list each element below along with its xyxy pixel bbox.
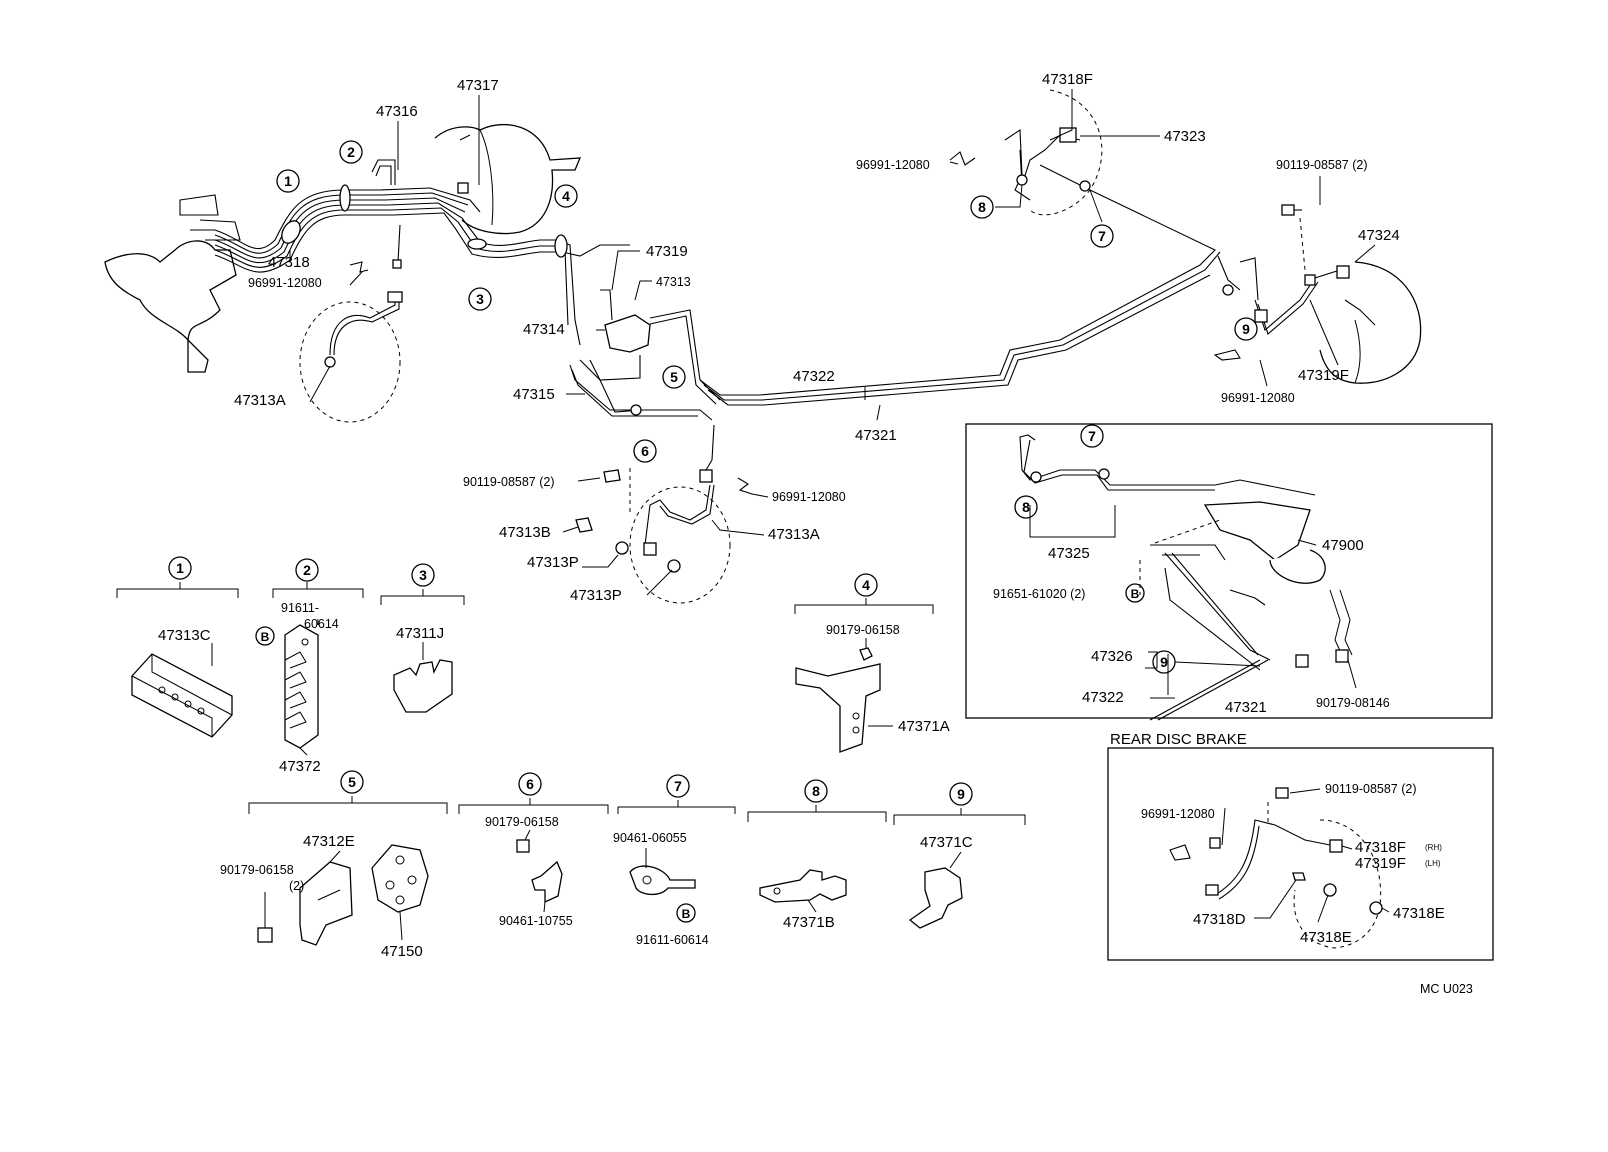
label-47318e-right: 47318E bbox=[1393, 905, 1445, 922]
label-91651-61020: 91651-61020 (2) bbox=[993, 587, 1085, 601]
label-90119-08587-rear: 90119-08587 (2) bbox=[1325, 782, 1417, 796]
label-47313a-center: 47313A bbox=[768, 526, 820, 543]
label-47314: 47314 bbox=[523, 321, 565, 338]
label-47318e-bottom: 47318E bbox=[1300, 929, 1352, 946]
label-rh: (RH) bbox=[1425, 843, 1442, 852]
label-96991-12080-left: 96991-12080 bbox=[248, 276, 322, 290]
brake-line-assembly bbox=[104, 89, 1422, 604]
callout-7-inset: 7 bbox=[1088, 428, 1096, 444]
label-96991-12080-right: 96991-12080 bbox=[1221, 391, 1295, 405]
leader-lines bbox=[211, 89, 1390, 941]
callout-8: 8 bbox=[978, 199, 986, 215]
label-90119-08587-center: 90119-08587 (2) bbox=[463, 475, 555, 489]
label-90179-08146: 90179-08146 bbox=[1316, 696, 1390, 710]
part-labels: 47317 47316 47318 96991-12080 47313A 473… bbox=[158, 71, 1473, 996]
label-96991-12080-rear: 96991-12080 bbox=[1141, 807, 1215, 821]
label-47321-inset: 47321 bbox=[1225, 699, 1267, 716]
callout-2: 2 bbox=[347, 144, 355, 160]
label-47317: 47317 bbox=[457, 77, 499, 94]
callout-9: 9 bbox=[1242, 321, 1250, 337]
tube-bundle bbox=[214, 187, 630, 346]
callout-6-parts: 6 bbox=[526, 776, 534, 792]
label-47321: 47321 bbox=[855, 427, 897, 444]
callout-b-clamp7: B bbox=[682, 907, 691, 921]
callout-markers: 1 2 3 4 5 6 7 8 9 7 8 9 B 1 2 3 4 5 bbox=[168, 140, 1258, 923]
label-47371a: 47371A bbox=[898, 718, 950, 735]
label-90119-08587-top: 90119-08587 (2) bbox=[1276, 158, 1368, 172]
label-47326: 47326 bbox=[1091, 648, 1133, 665]
label-qty-2: (2) bbox=[289, 879, 304, 893]
label-47315: 47315 bbox=[513, 386, 555, 403]
label-90179-06158-clamp4: 90179-06158 bbox=[826, 623, 900, 637]
callout-8-inset: 8 bbox=[1022, 499, 1030, 515]
label-47371c: 47371C bbox=[920, 834, 973, 851]
callout-1-parts: 1 bbox=[176, 560, 184, 576]
label-47319f-rear: 47319F bbox=[1355, 855, 1406, 872]
label-96991-12080-top: 96991-12080 bbox=[856, 158, 930, 172]
label-lh: (LH) bbox=[1425, 859, 1441, 868]
rear-disc-brake-title: REAR DISC BRAKE bbox=[1110, 731, 1247, 748]
callout-2-parts: 2 bbox=[303, 562, 311, 578]
label-47322-inset: 47322 bbox=[1082, 689, 1124, 706]
label-47313: 47313 bbox=[656, 275, 691, 289]
callout-6: 6 bbox=[641, 443, 649, 459]
callout-4-parts: 4 bbox=[862, 577, 870, 593]
label-47371b: 47371B bbox=[783, 914, 835, 931]
label-91611-line1: 91611- bbox=[281, 601, 319, 615]
label-47318f-top: 47318F bbox=[1042, 71, 1093, 88]
label-47313a-left: 47313A bbox=[234, 392, 286, 409]
callout-5: 5 bbox=[670, 369, 678, 385]
label-47313b: 47313B bbox=[499, 524, 551, 541]
label-96991-12080-center: 96991-12080 bbox=[772, 490, 846, 504]
label-47313p-upper: 47313P bbox=[527, 554, 579, 571]
callout-8-parts: 8 bbox=[812, 783, 820, 799]
clamp-parts bbox=[116, 582, 1026, 946]
drawing-code: MC U023 bbox=[1420, 982, 1473, 996]
callout-3-parts: 3 bbox=[419, 567, 427, 583]
label-47313c: 47313C bbox=[158, 627, 211, 644]
label-47324: 47324 bbox=[1358, 227, 1400, 244]
label-47319: 47319 bbox=[646, 243, 688, 260]
lspv-inset bbox=[965, 423, 1493, 721]
label-90461-06055: 90461-06055 bbox=[613, 831, 687, 845]
label-47900: 47900 bbox=[1322, 537, 1364, 554]
label-90179-06158-clamp5: 90179-06158 bbox=[220, 863, 294, 877]
label-47316: 47316 bbox=[376, 103, 418, 120]
label-47312e: 47312E bbox=[303, 833, 355, 850]
label-47150: 47150 bbox=[381, 943, 423, 960]
callout-1: 1 bbox=[284, 173, 292, 189]
callout-b-clamp2: B bbox=[261, 630, 270, 644]
callout-7: 7 bbox=[1098, 228, 1106, 244]
label-47325: 47325 bbox=[1048, 545, 1090, 562]
callout-b-inset: B bbox=[1131, 587, 1140, 601]
label-90179-06158-clamp6: 90179-06158 bbox=[485, 815, 559, 829]
callout-4: 4 bbox=[562, 188, 570, 204]
label-47372: 47372 bbox=[279, 758, 321, 775]
label-47318: 47318 bbox=[268, 254, 310, 271]
label-47322: 47322 bbox=[793, 368, 835, 385]
label-47313p-lower: 47313P bbox=[570, 587, 622, 604]
callout-3: 3 bbox=[476, 291, 484, 307]
callout-7-parts: 7 bbox=[674, 778, 682, 794]
label-47323: 47323 bbox=[1164, 128, 1206, 145]
label-47311j: 47311J bbox=[396, 625, 444, 642]
label-90461-10755: 90461-10755 bbox=[499, 914, 573, 928]
callout-5-parts: 5 bbox=[348, 774, 356, 790]
label-47318d: 47318D bbox=[1193, 911, 1246, 928]
label-91611-60614: 91611-60614 bbox=[636, 933, 709, 947]
label-47319f-top: 47319F bbox=[1298, 367, 1349, 384]
callout-9-inset: 9 bbox=[1160, 654, 1168, 670]
label-47318f-rear: 47318F bbox=[1355, 839, 1406, 856]
callout-9-parts: 9 bbox=[957, 786, 965, 802]
label-91611-line2: 60614 bbox=[304, 617, 339, 631]
